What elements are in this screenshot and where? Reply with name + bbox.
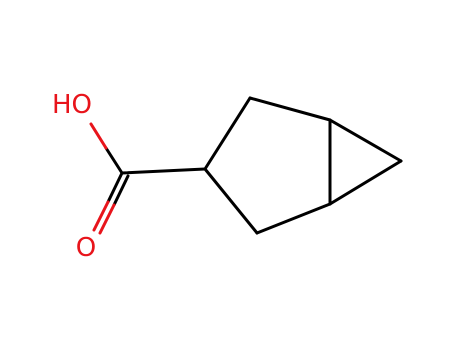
bond-carbonyl-2a — [112, 174, 130, 207]
bond-carbonyl-1a — [106, 171, 124, 204]
bond-c3-c6 — [328, 118, 403, 163]
bond-c2-c3 — [248, 96, 332, 122]
bond-group — [89, 96, 403, 235]
hydroxyl-label: HO — [52, 90, 92, 120]
bond-c4-c5 — [255, 202, 332, 235]
bond-c1-c2 — [203, 96, 252, 171]
bond-c5-c1 — [203, 167, 259, 235]
bond-carboxyl-oh-a — [104, 146, 124, 175]
bond-carbonyl-1b — [92, 200, 110, 232]
bond-carbonyl-2b — [98, 203, 116, 235]
bond-c1-carboxyl — [120, 167, 207, 175]
bond-c6-c4 — [328, 159, 403, 206]
carbonyl-oxygen-label: O — [76, 233, 96, 263]
bond-carboxyl-oh-b — [89, 122, 108, 150]
